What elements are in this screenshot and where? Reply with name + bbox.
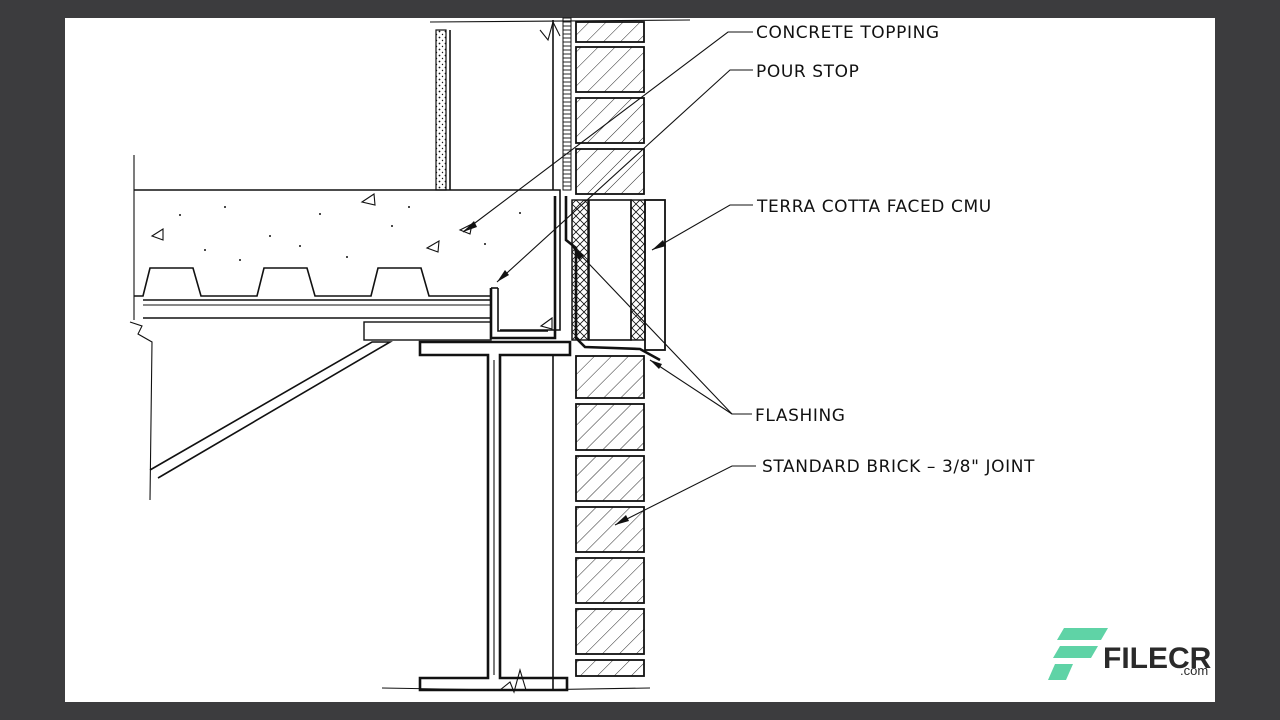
terra-cotta-cmu xyxy=(571,199,666,351)
label-pour-stop: POUR STOP xyxy=(756,62,860,82)
label-flashing: FLASHING xyxy=(755,406,846,426)
watermark-suffix-text: .com xyxy=(1180,663,1208,678)
lower-brick-courses xyxy=(552,355,645,690)
upper-wall-assembly xyxy=(429,17,691,191)
filecr-watermark: FILECR .com xyxy=(1048,628,1212,680)
concrete-slab xyxy=(129,155,561,501)
leader-lines xyxy=(462,31,756,526)
pour-stop-angle xyxy=(489,196,557,340)
filecr-logo-icon xyxy=(1048,628,1108,680)
watermark-brand-text: FILECR xyxy=(1103,642,1212,675)
steel-beam xyxy=(149,321,651,694)
label-terra-cotta-cmu: TERRA COTTA FACED CMU xyxy=(756,197,992,217)
label-standard-brick: STANDARD BRICK – 3/8" JOINT xyxy=(762,457,1035,477)
upper-brick-courses xyxy=(575,21,645,195)
label-concrete-topping: CONCRETE TOPPING xyxy=(756,23,940,43)
